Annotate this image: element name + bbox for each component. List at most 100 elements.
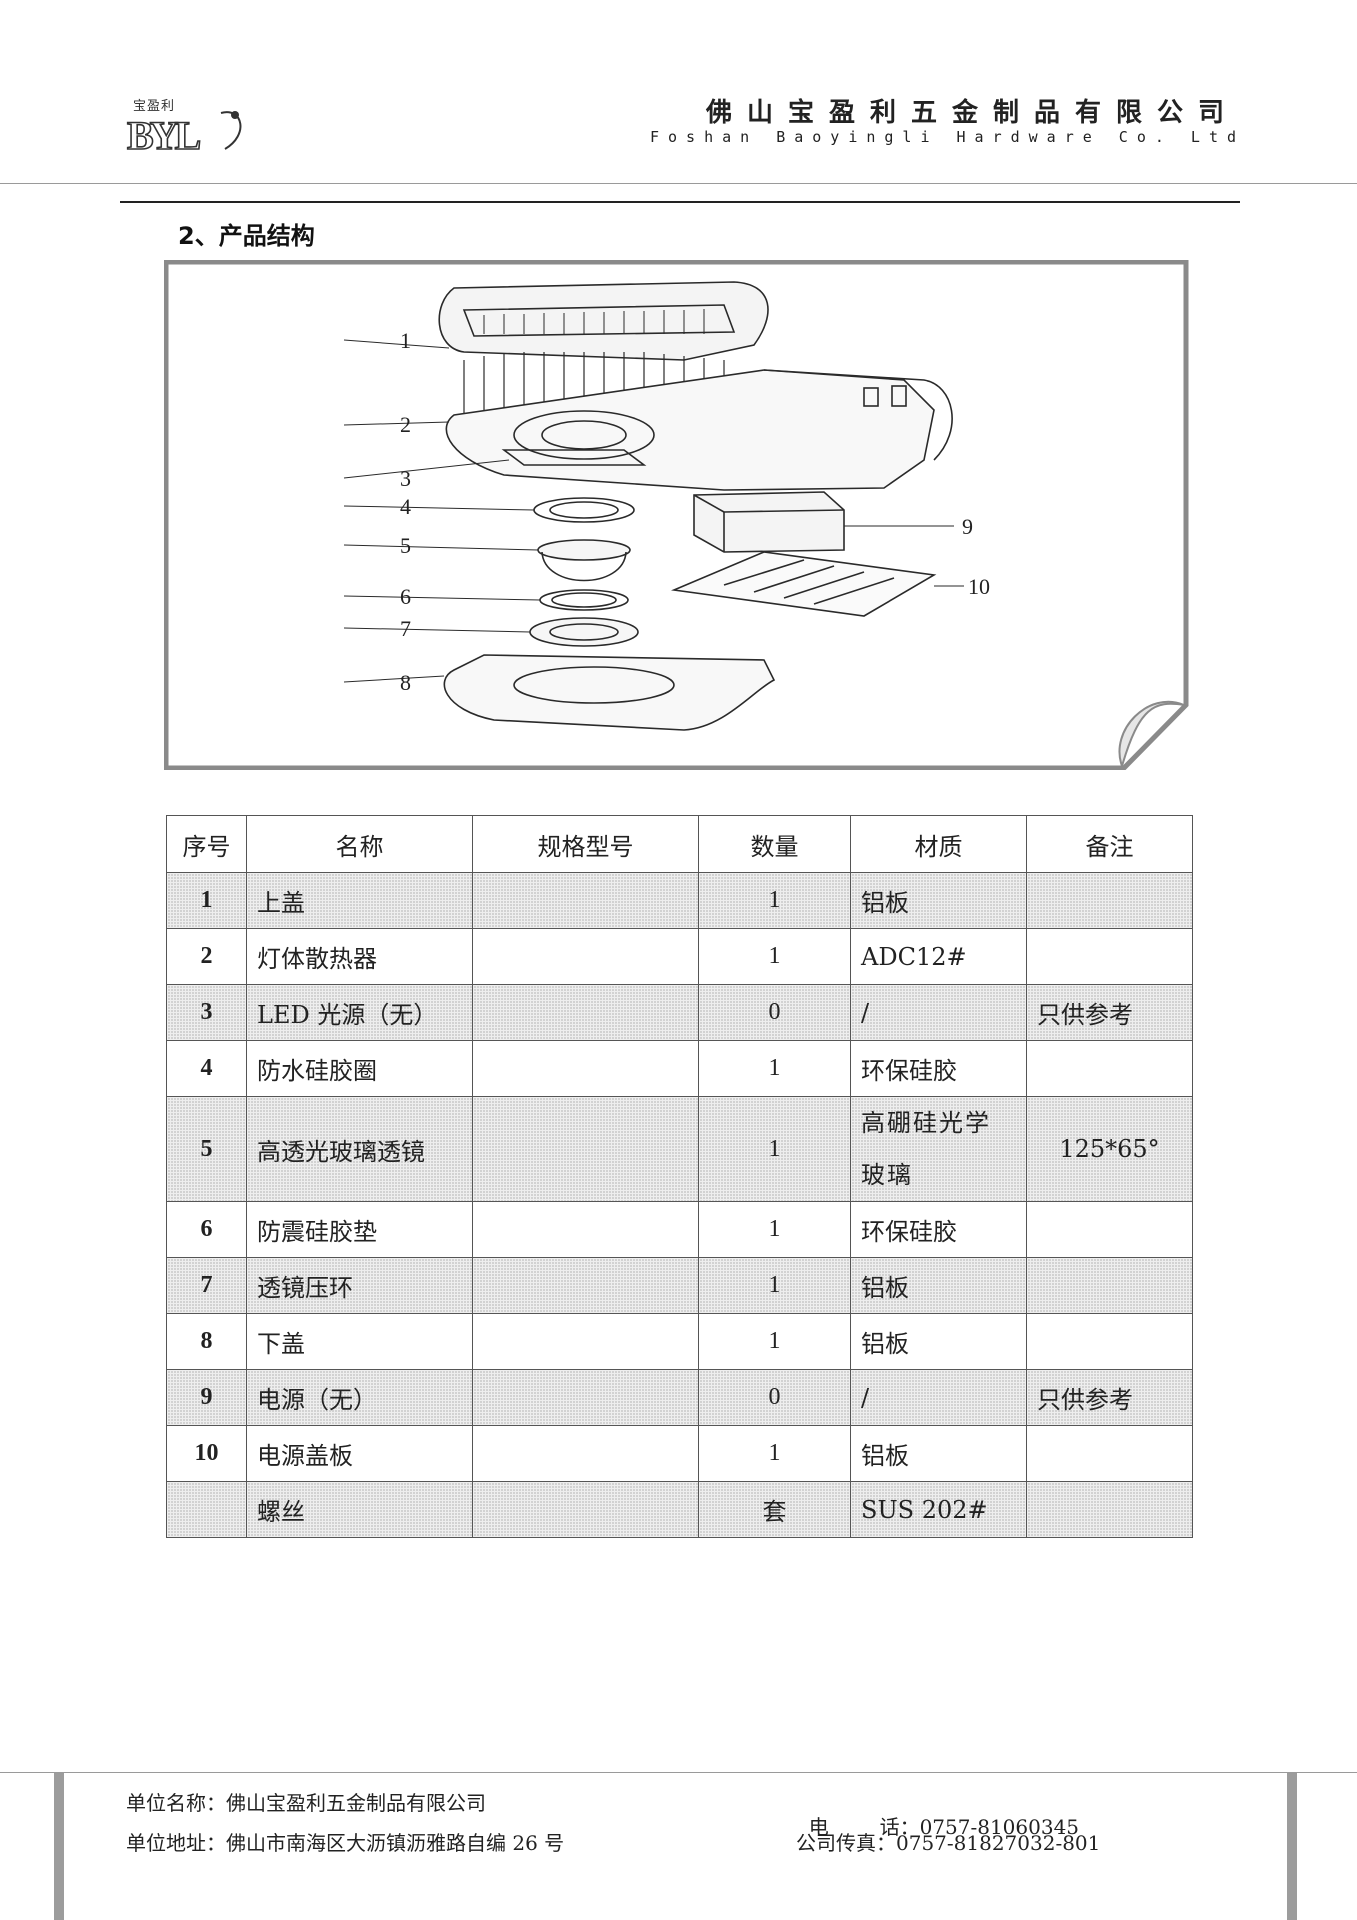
footer-side-bar-right bbox=[1287, 1773, 1297, 1920]
cell-note bbox=[1026, 1257, 1193, 1314]
footer-company-label: 单位名称： bbox=[126, 1791, 226, 1815]
cell-material: 环保硅胶 bbox=[850, 1040, 1027, 1097]
table-row: 9 电源（无） 0 / 只供参考 bbox=[166, 1369, 1193, 1426]
table-row: 8 下盖 1 铝板 bbox=[166, 1313, 1193, 1370]
cell-name: 高透光玻璃透镜 bbox=[246, 1096, 473, 1202]
cell-qty: 1 bbox=[698, 928, 851, 985]
callout-9: 9 bbox=[962, 514, 973, 539]
cell-note bbox=[1026, 1425, 1193, 1482]
cell-spec bbox=[472, 1425, 699, 1482]
table-row: 10 电源盖板 1 铝板 bbox=[166, 1425, 1193, 1482]
cell-note bbox=[1026, 1201, 1193, 1258]
footer-fax: 公司传真：0757-81827032-801 bbox=[796, 1827, 1100, 1856]
cell-note bbox=[1026, 1481, 1193, 1538]
cell-note bbox=[1026, 928, 1193, 985]
cell-qty: 1 bbox=[698, 1425, 851, 1482]
cell-material: ADC12# bbox=[850, 928, 1027, 985]
cell-name: 防水硅胶圈 bbox=[246, 1040, 473, 1097]
cell-no: 10 bbox=[166, 1425, 247, 1482]
cell-qty: 1 bbox=[698, 1040, 851, 1097]
exploded-view-figure: 1 2 3 4 5 6 7 8 9 10 bbox=[164, 260, 1190, 770]
cell-spec bbox=[472, 984, 699, 1041]
cell-name: 防震硅胶垫 bbox=[246, 1201, 473, 1258]
callout-7: 7 bbox=[400, 616, 411, 641]
cell-spec bbox=[472, 1369, 699, 1426]
company-logo: 宝盈利 BYL bbox=[125, 95, 265, 155]
cell-name: 电源盖板 bbox=[246, 1425, 473, 1482]
cell-qty: 0 bbox=[698, 984, 851, 1041]
cell-material: 铝板 bbox=[850, 1257, 1027, 1314]
cell-qty: 套 bbox=[698, 1481, 851, 1538]
cell-material: 铝板 bbox=[850, 1313, 1027, 1370]
callout-3: 3 bbox=[400, 466, 411, 491]
cell-material: 铝板 bbox=[850, 872, 1027, 929]
cell-spec bbox=[472, 1481, 699, 1538]
footer-phone-value: 0757-81060345 bbox=[919, 1815, 1080, 1839]
cell-material: / bbox=[850, 984, 1027, 1041]
cell-qty: 1 bbox=[698, 1201, 851, 1258]
cell-note bbox=[1026, 872, 1193, 929]
logo-chinese-text: 宝盈利 bbox=[133, 99, 176, 114]
section-title: 2、产品结构 bbox=[178, 222, 315, 250]
cell-material: 环保硅胶 bbox=[850, 1201, 1027, 1258]
cell-spec bbox=[472, 1313, 699, 1370]
cell-no: 2 bbox=[166, 928, 247, 985]
footer-address: 单位地址：佛山市南海区大沥镇沥雅路自编 26 号 bbox=[126, 1827, 564, 1856]
table-row: 3 LED 光源（无） 0 / 只供参考 bbox=[166, 984, 1193, 1041]
cell-name: 灯体散热器 bbox=[246, 928, 473, 985]
cell-no: 4 bbox=[166, 1040, 247, 1097]
table-row: 4 防水硅胶圈 1 环保硅胶 bbox=[166, 1040, 1193, 1097]
cell-material: 高硼硅光学玻璃 bbox=[850, 1096, 1027, 1202]
callout-5: 5 bbox=[400, 533, 411, 558]
footer-fax-value: 0757-81827032-801 bbox=[896, 1831, 1101, 1855]
cell-material: 铝板 bbox=[850, 1425, 1027, 1482]
cell-note bbox=[1026, 1313, 1193, 1370]
cell-note: 只供参考 bbox=[1026, 1369, 1193, 1426]
footer-address-value: 佛山市南海区大沥镇沥雅路自编 26 号 bbox=[226, 1831, 565, 1855]
cell-name: 下盖 bbox=[246, 1313, 473, 1370]
table-row: 6 防震硅胶垫 1 环保硅胶 bbox=[166, 1201, 1193, 1258]
cell-note: 只供参考 bbox=[1026, 984, 1193, 1041]
footer-fax-label: 公司传真： bbox=[796, 1831, 896, 1855]
cell-note bbox=[1026, 1040, 1193, 1097]
cell-name: 上盖 bbox=[246, 872, 473, 929]
cell-spec bbox=[472, 1201, 699, 1258]
callout-1: 1 bbox=[400, 328, 411, 353]
cell-qty: 0 bbox=[698, 1369, 851, 1426]
cell-spec bbox=[472, 1096, 699, 1202]
column-header-qty: 数量 bbox=[698, 815, 851, 873]
cell-name: 螺丝 bbox=[246, 1481, 473, 1538]
footer-phone: 电 话：0757-81060345 bbox=[796, 1787, 1079, 1840]
cell-note: 125*65° bbox=[1026, 1096, 1193, 1202]
cell-spec bbox=[472, 928, 699, 985]
callout-10: 10 bbox=[968, 574, 990, 599]
table-row: 螺丝 套 SUS 202# bbox=[166, 1481, 1193, 1538]
table-row: 7 透镜压环 1 铝板 bbox=[166, 1257, 1193, 1314]
footer-company: 单位名称：佛山宝盈利五金制品有限公司 bbox=[126, 1787, 486, 1816]
cell-spec bbox=[472, 872, 699, 929]
column-header-no: 序号 bbox=[166, 815, 247, 873]
column-header-name: 名称 bbox=[246, 815, 473, 873]
cell-no: 1 bbox=[166, 872, 247, 929]
cell-no: 3 bbox=[166, 984, 247, 1041]
cell-spec bbox=[472, 1040, 699, 1097]
parts-list-table: 序号 名称 规格型号 数量 材质 备注 1 上盖 1 铝板 2 灯体散热器 1 … bbox=[166, 815, 1193, 1538]
table-row: 1 上盖 1 铝板 bbox=[166, 872, 1193, 929]
footer-company-value: 佛山宝盈利五金制品有限公司 bbox=[226, 1791, 486, 1815]
cell-no: 6 bbox=[166, 1201, 247, 1258]
cell-no: 8 bbox=[166, 1313, 247, 1370]
cell-no: 9 bbox=[166, 1369, 247, 1426]
table-row: 2 灯体散热器 1 ADC12# bbox=[166, 928, 1193, 985]
callout-2: 2 bbox=[400, 412, 411, 437]
cell-name: 透镜压环 bbox=[246, 1257, 473, 1314]
footer-divider bbox=[0, 1772, 1357, 1773]
cell-spec bbox=[472, 1257, 699, 1314]
cell-name: 电源（无） bbox=[246, 1369, 473, 1426]
cell-no bbox=[166, 1481, 247, 1538]
column-header-material: 材质 bbox=[850, 815, 1027, 873]
cell-no: 7 bbox=[166, 1257, 247, 1314]
column-header-spec: 规格型号 bbox=[472, 815, 699, 873]
footer-side-bar-left bbox=[54, 1773, 64, 1920]
cell-no: 5 bbox=[166, 1096, 247, 1202]
company-name-english: Foshan Baoyingli Hardware Co. Ltd bbox=[649, 128, 1245, 146]
